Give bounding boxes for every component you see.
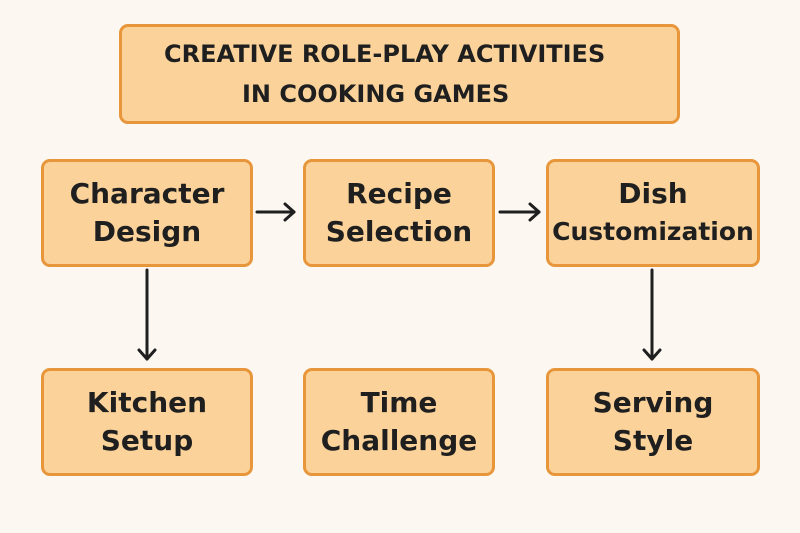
node-label-line-1: Kitchen [86,386,208,419]
node-label-line-2: Design [92,215,202,248]
node-label-line-1: Character [69,177,225,210]
node-label-line-2: Selection [325,215,473,248]
node-recipe-selection: Recipe Selection [303,159,495,267]
arrow-dish-to-serving [642,268,662,361]
node-serving-style: Serving Style [546,368,760,476]
node-label-line-1: Recipe [346,177,452,210]
node-character-design: Character Design [41,159,253,267]
node-label-line-2: Challenge [320,424,478,457]
node-label-line-1: Dish [618,177,688,210]
node-label-line-2: Style [612,424,694,457]
title-line-2: IN COOKING GAMES [242,80,510,108]
node-dish-customization: Dish Customization [546,159,760,267]
diagram-title: CREATIVE ROLE-PLAY ACTIVITIES IN COOKING… [119,24,680,124]
node-label-line-1: Time [360,386,438,419]
arrow-character-to-recipe [255,202,296,222]
node-label-line-2: Setup [100,424,194,457]
arrow-character-to-kitchen [137,268,157,361]
node-label-line-1: Serving [592,386,714,419]
node-time-challenge: Time Challenge [303,368,495,476]
node-kitchen-setup: Kitchen Setup [41,368,253,476]
node-label-line-2: Customization [552,217,754,246]
title-line-1: CREATIVE ROLE-PLAY ACTIVITIES [164,40,606,68]
arrow-recipe-to-dish [498,202,541,222]
